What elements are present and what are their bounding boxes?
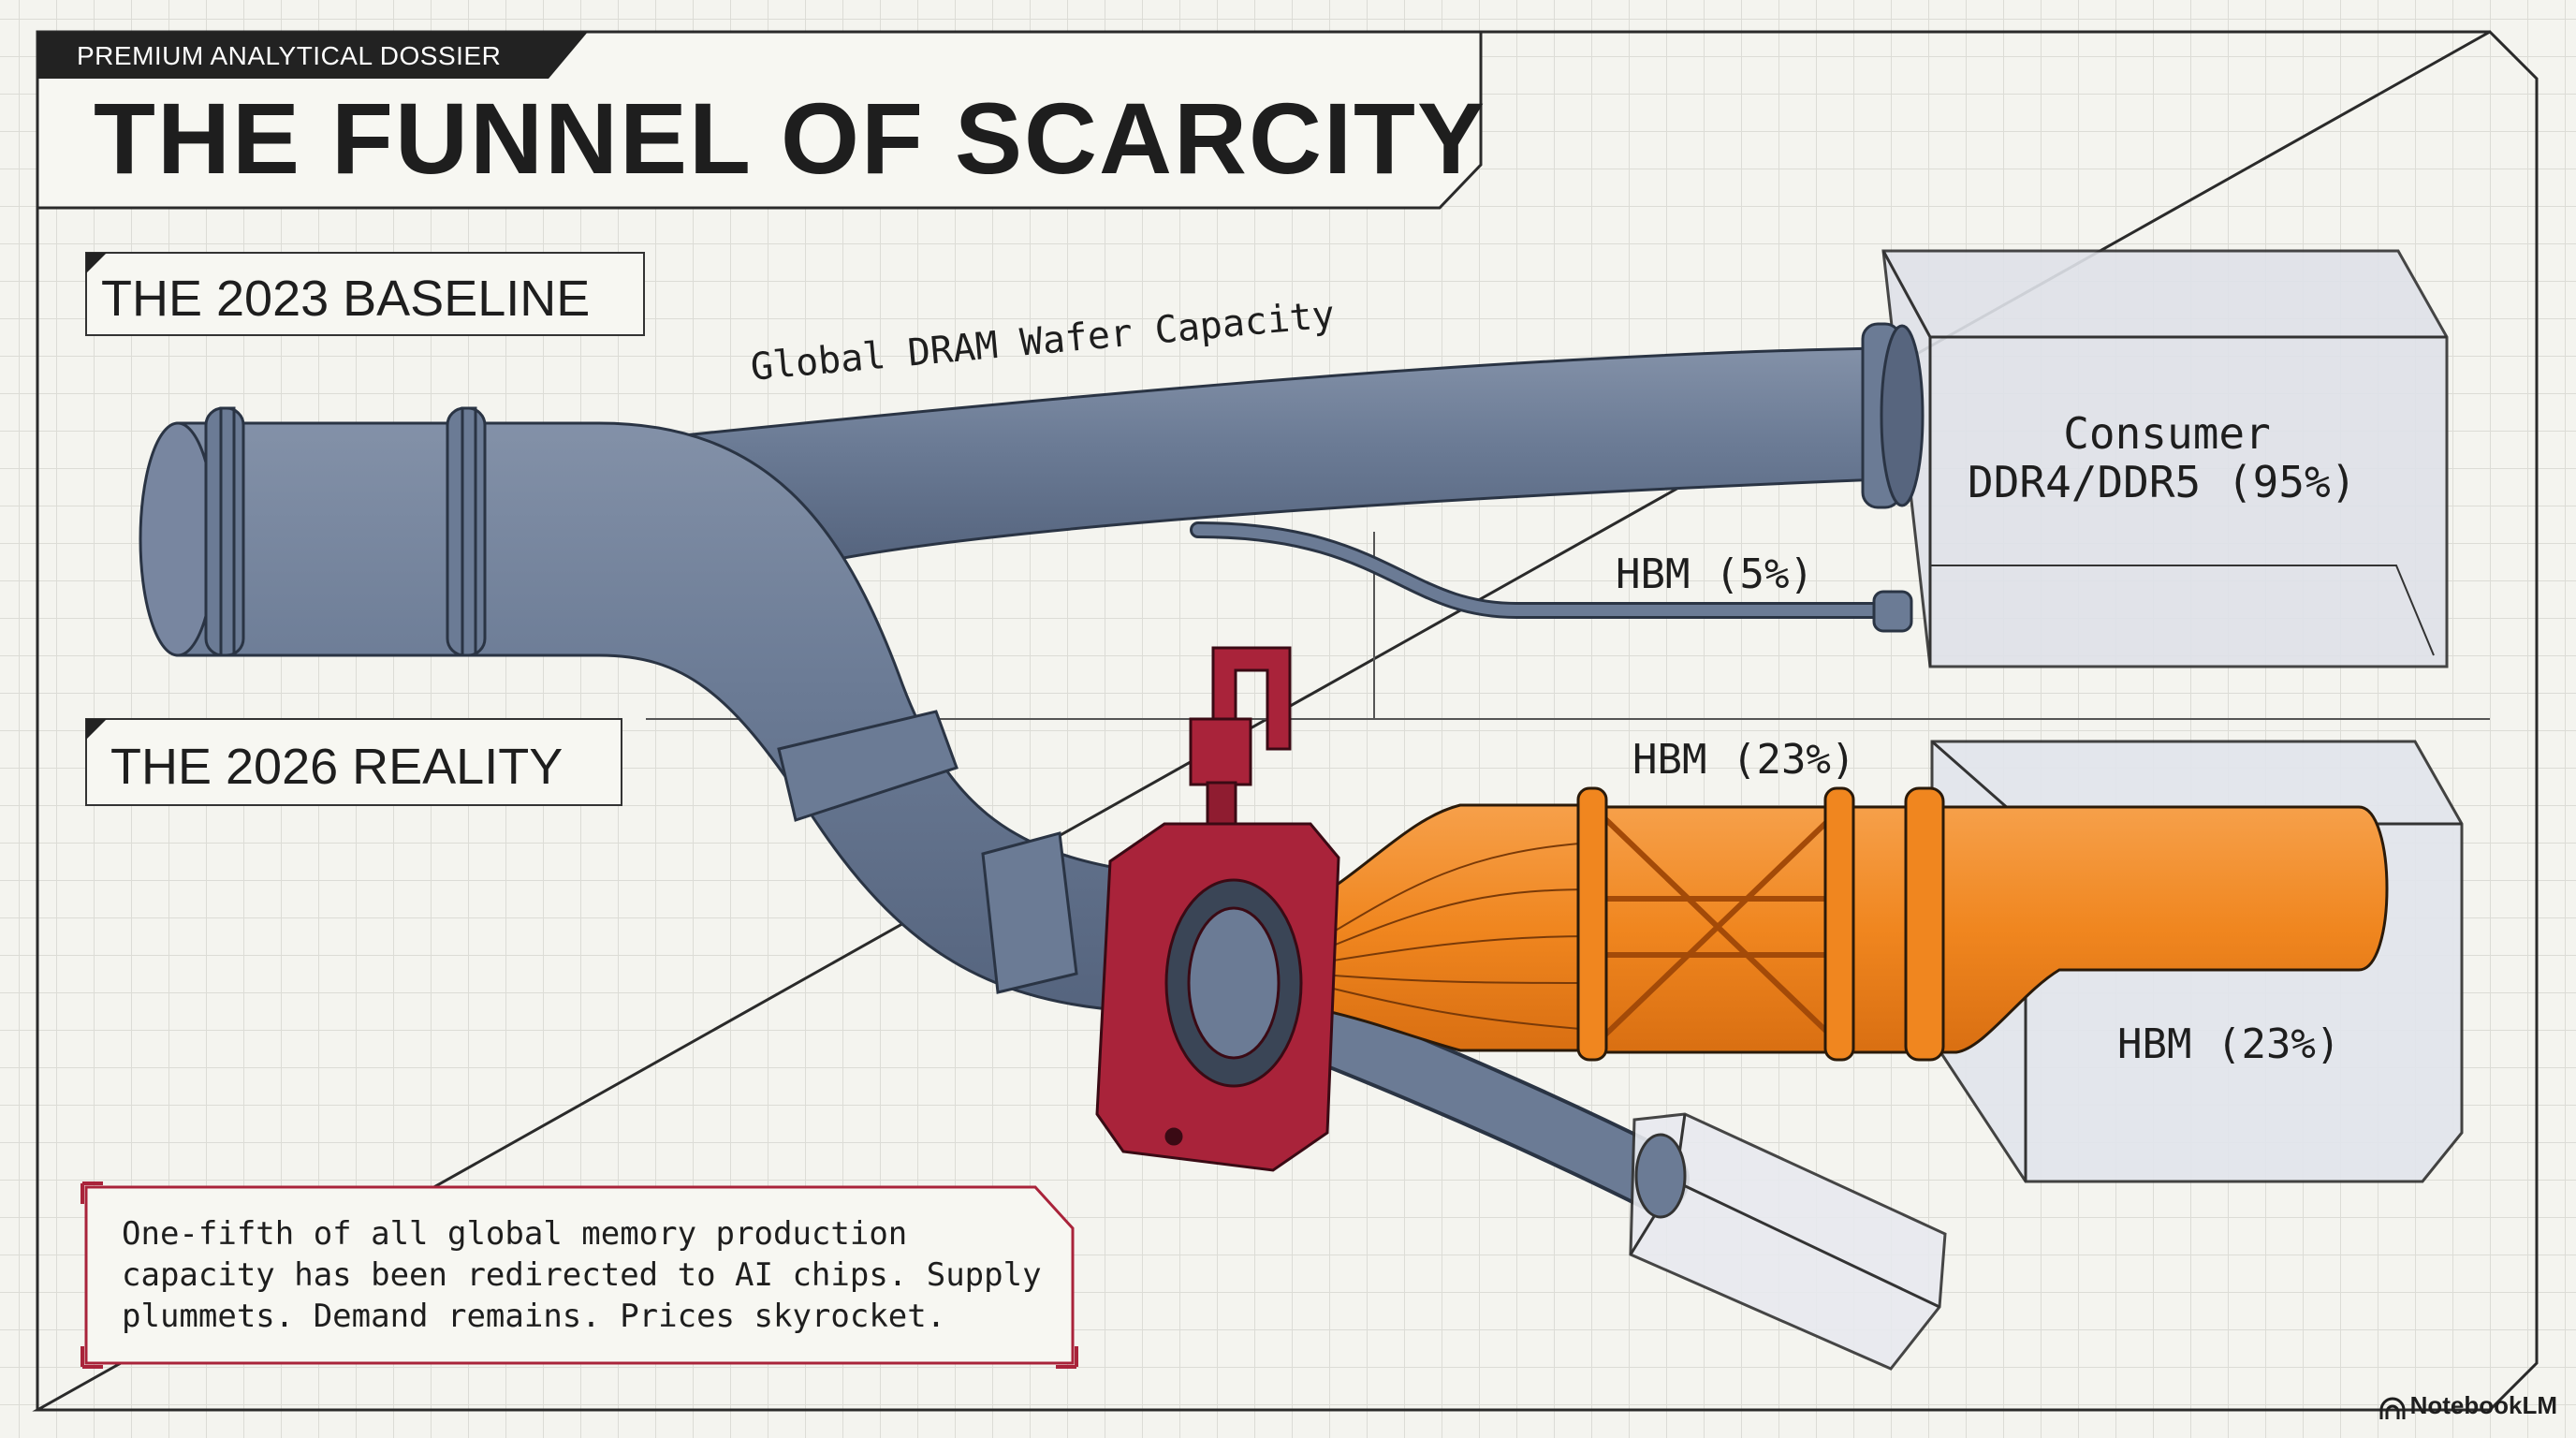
- hbm-2026-top-label: HBM (23%): [1632, 736, 1856, 784]
- consumer-label-line1: Consumer: [2063, 408, 2271, 459]
- hbm-2026-box-label: HBM (23%): [2117, 1020, 2341, 1068]
- valve-clamp: [1095, 646, 1340, 1172]
- section-label-2026: THE 2026 REALITY: [110, 739, 564, 795]
- caption-frame: [80, 1181, 1078, 1369]
- small-glass-box: [1629, 1112, 1947, 1371]
- brand-label: NotebookLM: [2409, 1391, 2557, 1419]
- caption-text: One-fifth of all global memory productio…: [122, 1215, 1042, 1335]
- hbm-2023-pipe: [1190, 521, 1913, 633]
- section-label-2023: THE 2023 BASELINE: [101, 271, 591, 327]
- hbm-2023-label: HBM (5%): [1616, 550, 1814, 598]
- notebooklm-logo-icon: [2379, 1397, 2406, 1419]
- main-pipe: [139, 322, 1925, 1013]
- consumer-label-line2: DDR4/DDR5 (95%): [1968, 457, 2357, 507]
- section-label-boxes: [85, 252, 645, 806]
- header-kicker: PREMIUM ANALYTICAL DOSSIER: [77, 41, 502, 70]
- page-title: THE FUNNEL OF SCARCITY: [94, 81, 1487, 195]
- title-plate: [36, 30, 1483, 210]
- consumer-box: [1881, 249, 2449, 668]
